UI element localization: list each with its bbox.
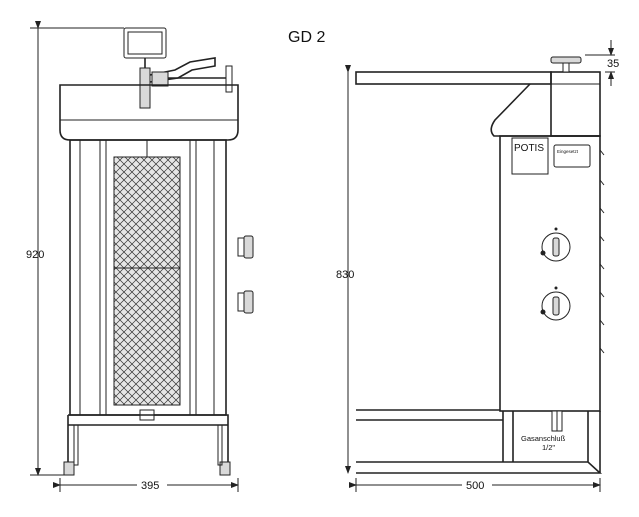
brand-plate — [511, 137, 549, 175]
hood — [59, 84, 239, 141]
front-view: 920 395 — [26, 21, 254, 492]
side-view: 830 35 POTIS Eingesetzt Gasanschluß 1/ — [336, 40, 619, 492]
control-knob-2 — [243, 290, 254, 314]
side-body — [499, 135, 601, 412]
label-plate-text: Eingesetzt — [557, 149, 579, 154]
column — [550, 71, 601, 137]
control-knob-1 — [243, 235, 254, 259]
top-handle — [550, 56, 582, 64]
gas-connection-label: Gasanschluß — [521, 434, 566, 443]
vent-fins — [599, 149, 605, 354]
label-plate — [553, 144, 591, 168]
gas-connection-size: 1/2" — [542, 443, 555, 452]
burner-mesh — [113, 156, 181, 406]
height-dimension-label: 920 — [26, 249, 44, 261]
side-width-dimension-label: 500 — [466, 480, 484, 492]
top-offset-label: 35 — [607, 58, 619, 70]
top-arm — [355, 71, 552, 85]
side-height-dimension-label: 830 — [336, 269, 354, 281]
brand-plate-text: POTIS — [514, 143, 544, 154]
drawing-title: GD 2 — [288, 29, 325, 46]
width-dimension-label: 395 — [141, 480, 159, 492]
motor — [139, 67, 151, 109]
